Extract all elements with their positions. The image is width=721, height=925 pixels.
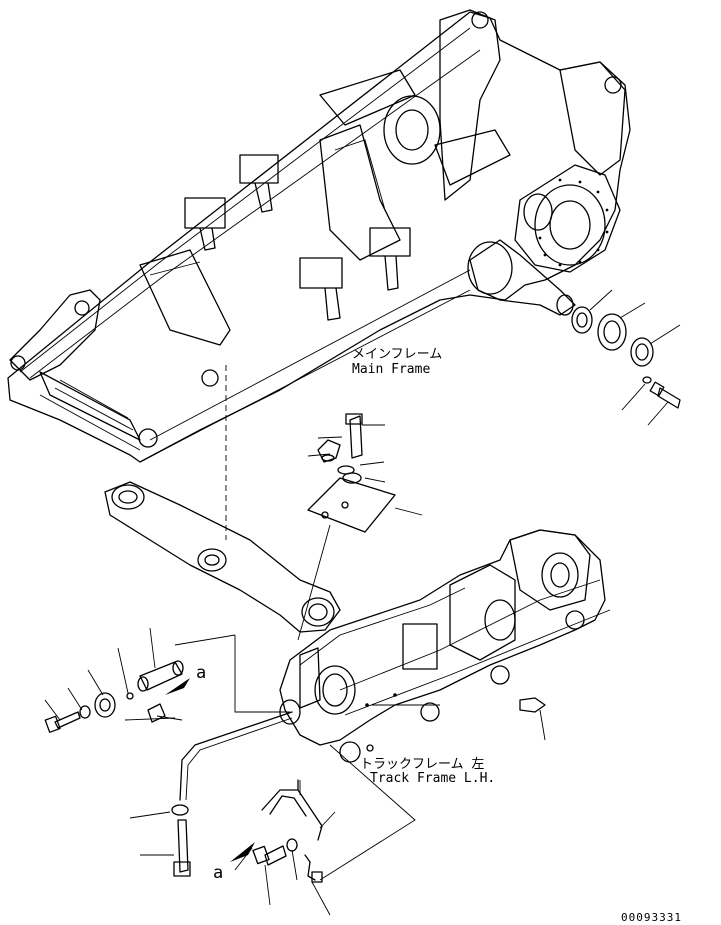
main-frame-label-en: Main Frame [352,362,430,377]
reference-a-upper: a [196,663,206,683]
grease-tube [179,711,293,801]
pin-assembly [44,627,290,733]
main-frame-label-jp: メインフレーム [352,347,442,362]
main-frame [7,9,631,463]
reference-a-lower: a [213,863,223,883]
track-frame-label-en: Track Frame L.H. [370,771,495,786]
drawing-number: 00093331 [621,911,682,924]
track-frame-label-jp: トラックフレーム 左 [360,757,484,772]
cover-plate-assembly [297,413,423,641]
lower-grease-assembly [129,744,416,916]
bolt-circle [538,178,609,267]
equalizer-bar [104,481,341,633]
track-frame [279,529,611,763]
pivot-shaft-parts [571,289,681,426]
